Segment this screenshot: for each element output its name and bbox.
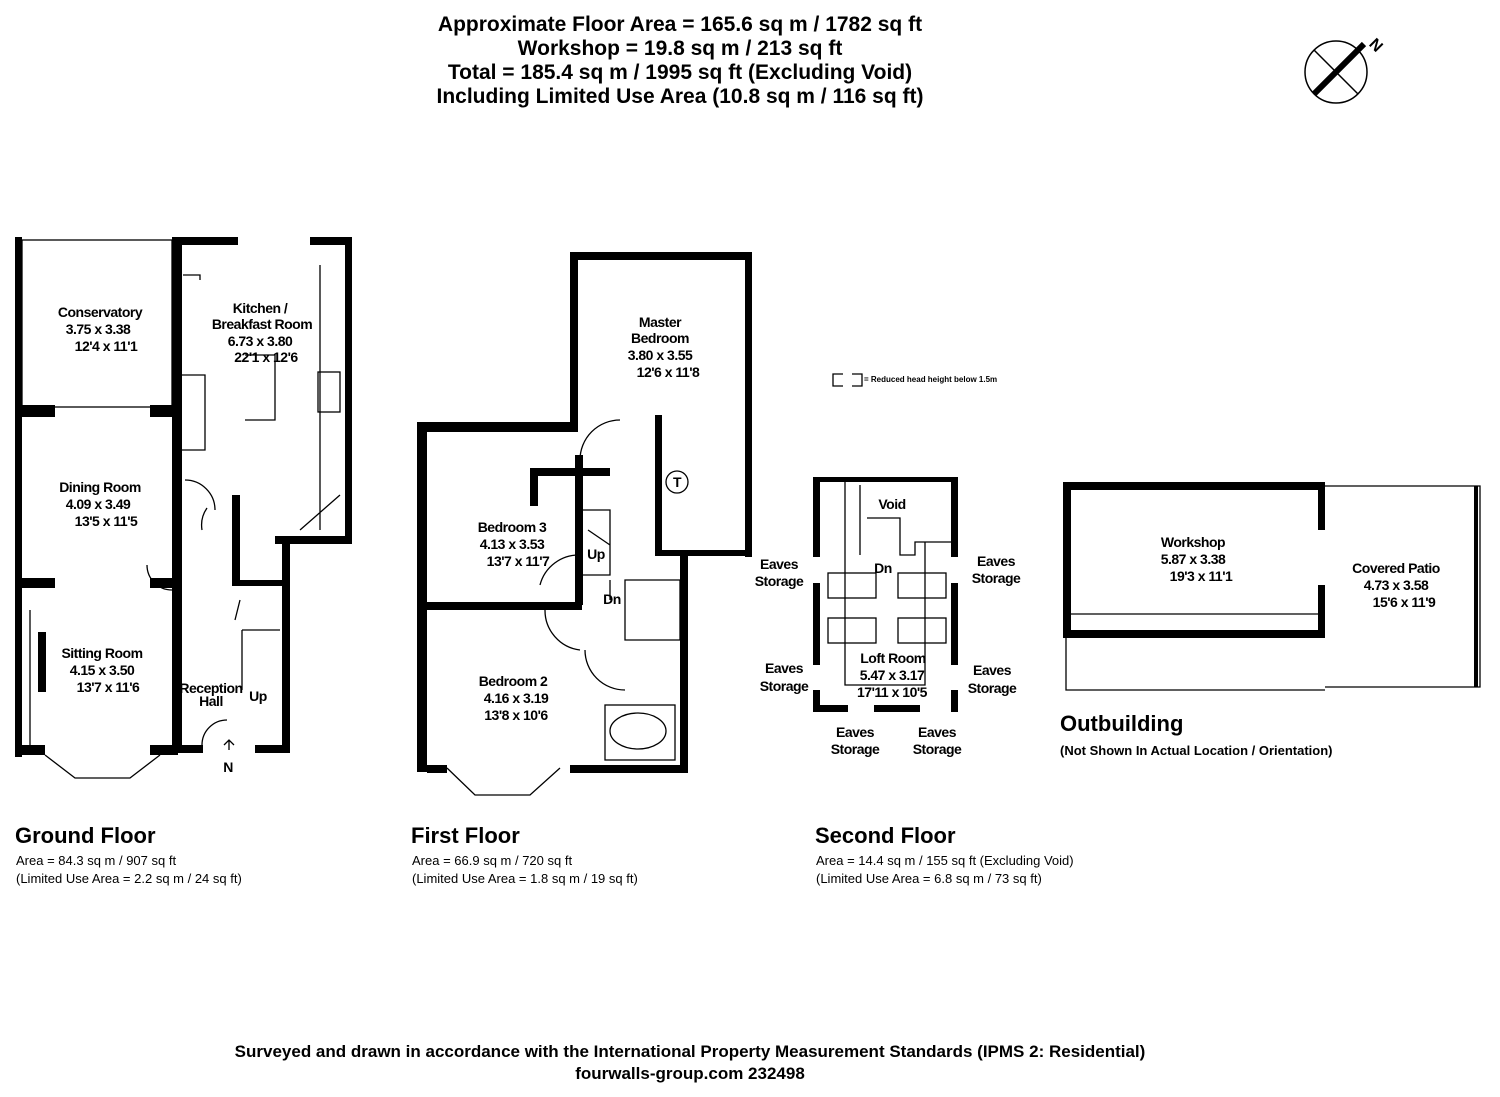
room-label: Up (249, 688, 267, 704)
eaves-storage-labels: Eaves Storage Eaves Storage Eaves Storag… (755, 553, 1022, 757)
room-label: N (223, 759, 233, 775)
room-label: Kitchen / (233, 300, 288, 316)
room-label: 17'11 x 10'5 (857, 684, 928, 700)
room-label: 19'3 x 11'1 (1170, 568, 1233, 584)
room-label: 4.09 x 3.49 (66, 496, 131, 512)
room-label: 13'5 x 11'5 (75, 513, 138, 529)
room-label: 15'6 x 11'9 (1373, 594, 1436, 610)
first-floor-title: First Floor (411, 823, 520, 848)
north-arrow-icon: N (1304, 36, 1386, 104)
room-label: Covered Patio (1352, 560, 1440, 576)
room-label: Breakfast Room (212, 316, 312, 332)
legend: = Reduced head height below 1.5m (832, 373, 997, 387)
room-label: 13'8 x 10'6 (484, 707, 548, 723)
second-floor-limited-area: (Limited Use Area = 6.8 sq m / 73 sq ft) (816, 871, 1042, 886)
ground-floor-limited-area: (Limited Use Area = 2.2 sq m / 24 sq ft) (16, 871, 242, 886)
room-label: 3.75 x 3.38 (66, 321, 131, 337)
second-floor-title: Second Floor (815, 823, 956, 848)
room-label: 13'7 x 11'7 (487, 553, 550, 569)
room-label: Dn (874, 560, 892, 576)
first-floor-limited-area: (Limited Use Area = 1.8 sq m / 19 sq ft) (412, 871, 638, 886)
room-label: Dining Room (59, 479, 141, 495)
outbuilding-note: (Not Shown In Actual Location / Orientat… (1060, 743, 1333, 758)
room-label: Loft Room (860, 650, 926, 666)
room-label: 5.87 x 3.38 (1161, 551, 1226, 567)
first-floor-area-text: Area = 66.9 sq m / 720 sq ft (412, 853, 573, 868)
room-label: T (673, 474, 682, 490)
room-label: Bedroom (631, 330, 689, 346)
total-area: Total = 185.4 sq m / 1995 sq ft (Excludi… (447, 61, 913, 84)
second-floor-area: Area = 14.4 sq m / 155 sq ft (Excluding … (816, 852, 1074, 888)
room-label: Eaves (760, 556, 799, 572)
ground-floor-area-text: Area = 84.3 sq m / 907 sq ft (16, 853, 177, 868)
room-label: 22'1 x 12'6 (234, 349, 298, 365)
room-label: = Reduced head height below 1.5m (864, 375, 997, 384)
outbuilding-title: Outbuilding (1060, 711, 1184, 736)
room-label: 4.16 x 3.19 (484, 690, 549, 706)
second-floor-plan: Void Dn Loft Room 5.47 x 3.17 17'11 x 10… (755, 477, 1022, 757)
ground-floor-plan: Conservatory 3.75 x 3.38 12'4 x 11'1 Kit… (15, 237, 352, 779)
room-label: 13'7 x 11'6 (77, 679, 140, 695)
room-label: 6.73 x 3.80 (228, 333, 293, 349)
floor-area-summary: Approximate Floor Area = 165.6 sq m / 17… (0, 13, 1360, 109)
room-label: Storage (913, 741, 962, 757)
room-label: 4.73 x 3.58 (1364, 577, 1429, 593)
room-label: Reception (179, 680, 242, 696)
room-label: Storage (831, 741, 880, 757)
room-label: 12'6 x 11'8 (637, 364, 700, 380)
room-label: Bedroom 2 (479, 673, 548, 689)
room-label: Sitting Room (61, 645, 142, 661)
room-label: Storage (755, 573, 804, 589)
second-floor-area-text: Area = 14.4 sq m / 155 sq ft (Excluding … (816, 853, 1074, 868)
room-label: Storage (968, 680, 1017, 696)
room-label: 4.13 x 3.53 (480, 536, 545, 552)
room-label: Master (639, 314, 682, 330)
first-floor-area: Area = 66.9 sq m / 720 sq ft (Limited Us… (412, 852, 638, 888)
room-label: 12'4 x 11'1 (75, 338, 138, 354)
first-floor-plan: T Master Bedroom 3.80 x 3.55 12'6 x 11'8… (417, 252, 752, 796)
footer: Surveyed and drawn in accordance with th… (0, 1041, 1380, 1085)
room-label: Bedroom 3 (478, 519, 547, 535)
workshop-area: Workshop = 19.8 sq m / 213 sq ft (517, 37, 843, 60)
room-label: Eaves (836, 724, 875, 740)
limited-use-area: Including Limited Use Area (10.8 sq m / … (436, 85, 924, 108)
room-label: Workshop (1161, 534, 1225, 550)
room-label: Storage (760, 678, 809, 694)
room-label: 4.15 x 3.50 (70, 662, 135, 678)
room-label: 5.47 x 3.17 (860, 667, 925, 683)
outbuilding-plan: Workshop 5.87 x 3.38 19'3 x 11'1 Covered… (1063, 482, 1481, 691)
footer-standards: Surveyed and drawn in accordance with th… (234, 1042, 1146, 1061)
ground-floor-area: Area = 84.3 sq m / 907 sq ft (Limited Us… (16, 852, 242, 888)
room-label: Eaves (918, 724, 957, 740)
room-label: Eaves (977, 553, 1016, 569)
ground-floor-title: Ground Floor (15, 823, 156, 848)
footer-reference: fourwalls-group.com 232498 (575, 1064, 805, 1083)
room-label: N (1365, 36, 1385, 56)
room-label: Void (878, 496, 905, 512)
room-label: Storage (972, 570, 1021, 586)
room-label: Up (587, 546, 605, 562)
total-floor-area: Approximate Floor Area = 165.6 sq m / 17… (437, 13, 923, 36)
room-label: Eaves (973, 662, 1012, 678)
room-label: Hall (199, 693, 223, 709)
room-label: Dn (603, 591, 621, 607)
room-label: 3.80 x 3.55 (628, 347, 693, 363)
room-label: Conservatory (58, 304, 143, 320)
room-label: Eaves (765, 660, 804, 676)
